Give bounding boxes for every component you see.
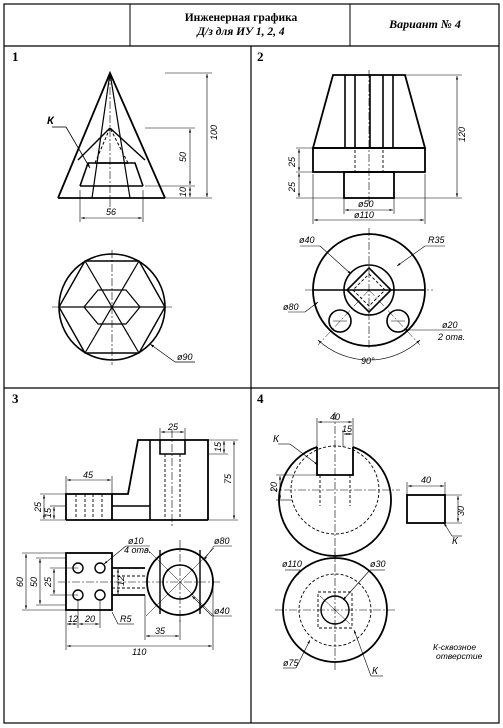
- task3-dim-15: 15: [213, 441, 223, 452]
- task3-number: 3: [12, 391, 19, 406]
- sheet-frame: [3, 3, 500, 724]
- task4-number: 4: [257, 391, 264, 406]
- task4-dim-40b: 40: [421, 475, 431, 485]
- task3-dim-r5: R5: [120, 614, 132, 624]
- header-title: Инженерная графика Д/з для ИУ 1, 2, 4: [132, 11, 350, 39]
- task2-dim-110: ø110: [354, 210, 374, 220]
- task4-label-k3: К: [372, 666, 379, 677]
- task3-dim-50: 50: [29, 577, 39, 587]
- task4-label-k1: К: [273, 434, 280, 445]
- task4-note-line1: К-сквозное: [433, 642, 476, 652]
- task2-drawing: [288, 70, 462, 361]
- task1-label-k: К: [47, 115, 55, 127]
- task3-dim-35: 35: [155, 626, 166, 636]
- task4-dim-40: 40: [330, 412, 340, 422]
- task4-dim-20: 20: [269, 482, 279, 493]
- task3-labels: 25 15 75 45 25 15 ø10 4 отв. ø80 60 50 2…: [15, 422, 233, 657]
- task2-labels: 120 25 25 ø50 ø110 ø40 R35 ø80 ø20 2 отв…: [283, 127, 467, 366]
- task1-drawing: [52, 70, 212, 365]
- header-title-line2: Д/з для ИУ 1, 2, 4: [197, 26, 285, 38]
- task2-dim-120: 120: [457, 127, 467, 142]
- task1-dim-10: 10: [178, 187, 188, 197]
- task4-note-line2: отверстие: [436, 651, 483, 661]
- task3-dim-20: 20: [84, 614, 95, 624]
- task2-dim-40: ø40: [299, 235, 315, 245]
- task1-dim-90: ø90: [177, 352, 193, 362]
- task3-dim-25c: 25: [43, 576, 53, 588]
- task3-dim-60: 60: [15, 577, 25, 587]
- task4-drawing: [270, 412, 462, 677]
- task2-angle-90: 90°: [361, 356, 375, 366]
- task4-dim-30: 30: [456, 506, 466, 516]
- task3-dim-80: ø80: [214, 536, 230, 546]
- task1-dim-100: 100: [209, 125, 219, 140]
- task3-dim-40: ø40: [214, 606, 230, 616]
- task4-label-k2: К: [452, 536, 459, 547]
- task3-dim-110: 110: [132, 647, 146, 657]
- task1-dim-56: 56: [106, 207, 116, 217]
- task3-dim-15b: 15: [43, 507, 53, 518]
- task2-dim-20: ø20: [442, 320, 458, 330]
- task3-holes-note: 4 отв.: [124, 545, 151, 555]
- task2-holes-note: 2 отв.: [437, 332, 465, 342]
- task2-number: 2: [257, 49, 264, 64]
- task3-dim-10: ø10: [128, 536, 144, 546]
- task1-labels: К 100 50 10 56 ø90: [47, 115, 219, 362]
- task1-number: 1: [12, 49, 19, 64]
- task3-dim-25: 25: [167, 422, 179, 432]
- task3-dim-25b: 25: [33, 501, 43, 513]
- task4-dim-30b: ø30: [370, 559, 386, 569]
- variant-label: Вариант № 4: [389, 17, 461, 31]
- task3-drawing: [22, 428, 238, 650]
- task2-dim-80: ø80: [283, 302, 299, 312]
- task1-dim-50: 50: [178, 152, 188, 162]
- task2-dim-r35: R35: [428, 235, 446, 245]
- task4-dim-75: ø75: [283, 658, 300, 668]
- task2-dim-25b: 25: [287, 181, 297, 193]
- task4-labels: 40 15 К 20 40 30 К ø110 ø30 К-сквозное о…: [269, 412, 483, 677]
- task3-dim-45: 45: [83, 470, 94, 480]
- task4-dim-110: ø110: [282, 559, 302, 569]
- task2-dim-50: ø50: [358, 199, 374, 209]
- header-title-line1: Инженерная графика: [184, 12, 298, 24]
- task3-dim-12: 12: [116, 576, 126, 586]
- task3-dim-75: 75: [223, 473, 233, 484]
- task2-dim-25a: 25: [287, 156, 297, 168]
- task4-dim-15: 15: [342, 424, 353, 434]
- task3-dim-12b: 12: [68, 614, 78, 624]
